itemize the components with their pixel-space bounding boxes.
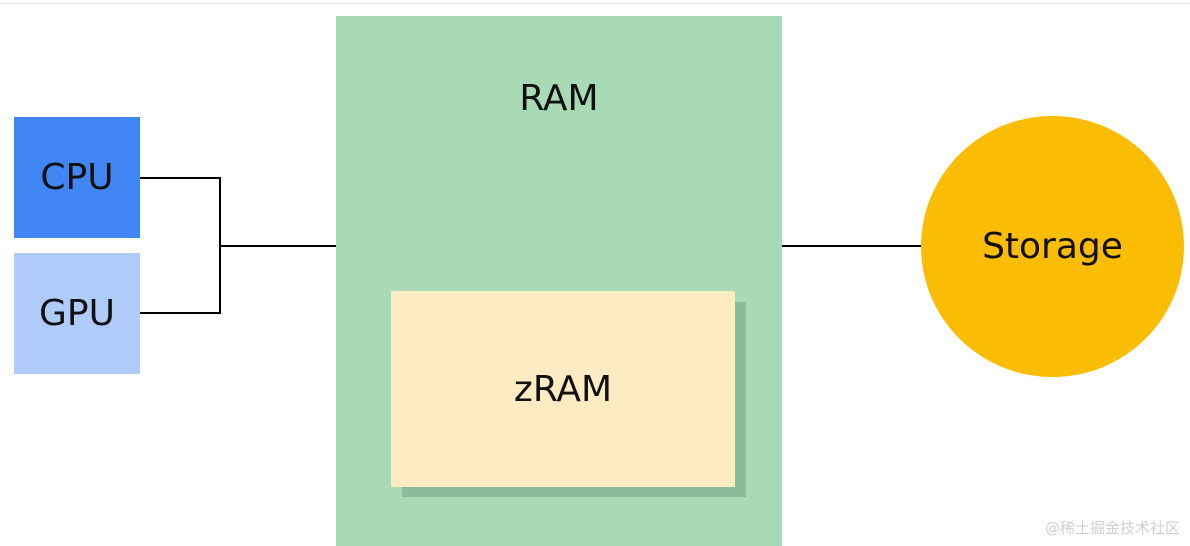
gpu-label: GPU	[39, 293, 115, 334]
top-divider	[0, 3, 1190, 4]
storage-circle: Storage	[921, 116, 1184, 377]
cpu-connector	[140, 177, 221, 246]
ram-label: RAM	[519, 78, 599, 119]
zram-box: zRAM	[391, 291, 735, 487]
zram-label: zRAM	[513, 368, 613, 410]
gpu-connector	[140, 246, 221, 314]
watermark: @稀土掘金技术社区	[1044, 519, 1180, 537]
storage-label: Storage	[982, 226, 1123, 267]
gpu-box: GPU	[14, 253, 140, 374]
cpu-box: CPU	[14, 117, 140, 238]
cpu-label: CPU	[40, 157, 114, 198]
